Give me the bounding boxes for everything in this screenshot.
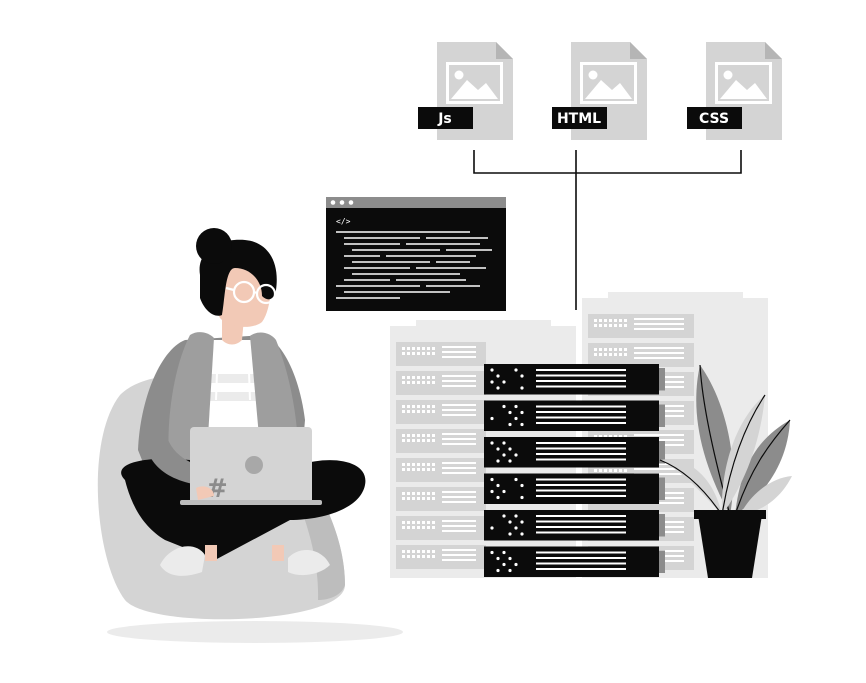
- server-unit: [484, 364, 665, 395]
- server-unit: [484, 473, 665, 504]
- code-editor-window: </>: [326, 197, 506, 311]
- server-unit: [484, 510, 665, 541]
- html-file-icon: HTML: [552, 42, 647, 140]
- file-connector-lines: [473, 150, 742, 310]
- code-tag-icon: </>: [336, 217, 351, 226]
- hand: [196, 486, 214, 500]
- laptop-logo-icon: [245, 456, 263, 474]
- html-file-label: HTML: [557, 111, 601, 127]
- window-dot-icon: [348, 200, 354, 205]
- css-file-label: CSS: [699, 111, 729, 127]
- js-file-label: Js: [437, 111, 452, 127]
- floor-shadow: [107, 621, 403, 643]
- server-unit: [396, 371, 486, 395]
- server-unit: [396, 400, 486, 424]
- window-dot-icon: [339, 200, 345, 205]
- laptop: #: [180, 427, 322, 505]
- server-unit: [588, 314, 694, 338]
- server-unit: [588, 343, 694, 367]
- server-unit: [396, 342, 486, 366]
- window-dot-icon: [330, 200, 336, 205]
- css-file-icon: CSS: [687, 42, 782, 140]
- hair-bun: [196, 228, 232, 264]
- server-unit: [484, 437, 665, 468]
- server-unit: [396, 516, 486, 540]
- server-unit: [396, 458, 486, 482]
- js-file-icon: Js: [418, 42, 513, 140]
- server-unit: [484, 400, 665, 431]
- server-rack-front: [484, 364, 665, 577]
- glasses-icon: [225, 280, 277, 305]
- server-unit: [396, 545, 486, 569]
- server-unit: [396, 429, 486, 453]
- server-unit: [484, 546, 665, 577]
- server-unit: [396, 487, 486, 511]
- potted-plant: [659, 364, 792, 578]
- code-lines: [336, 231, 492, 299]
